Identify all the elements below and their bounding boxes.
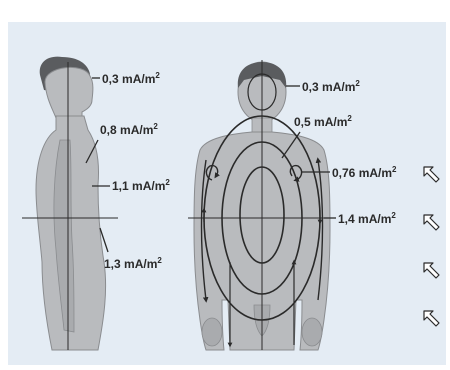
front-label-chest: 0,76 mA/m2 <box>332 165 397 180</box>
field-direction-arrows <box>424 167 439 326</box>
side-label-chest: 1,1 mA/m2 <box>112 178 170 193</box>
side-body-figure <box>22 57 118 350</box>
side-label-head: 0,3 mA/m2 <box>102 71 160 86</box>
front-label-abdomen: 1,4 mA/m2 <box>338 211 396 226</box>
field-arrow-icon <box>424 215 439 230</box>
front-body-figure <box>188 60 336 350</box>
side-label-abdomen: 1,3 mA/m2 <box>104 256 162 271</box>
field-arrow-icon <box>424 311 439 326</box>
field-arrow-icon <box>424 167 439 182</box>
side-label-neck: 0,8 mA/m2 <box>100 122 158 137</box>
front-label-neck: 0,5 mA/m2 <box>294 114 352 129</box>
field-arrow-icon <box>424 263 439 278</box>
front-label-head: 0,3 mA/m2 <box>302 79 360 94</box>
